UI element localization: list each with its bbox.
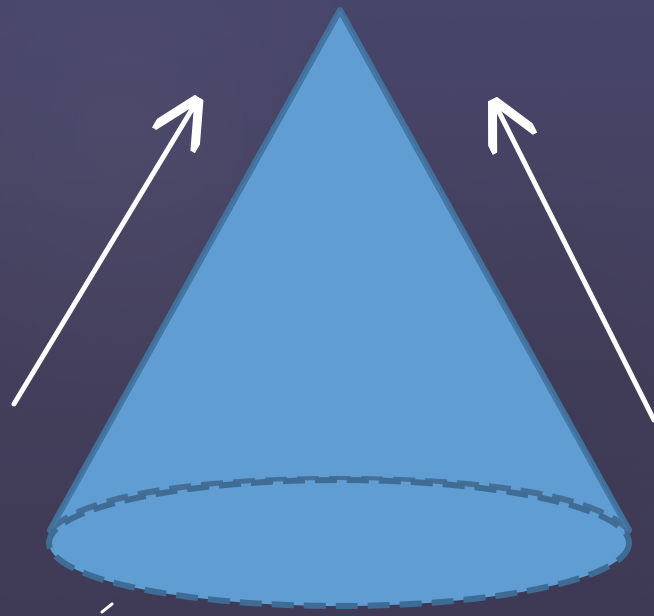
bottom-left-arrow-fragment xyxy=(102,604,112,612)
cone-base-ellipse xyxy=(49,480,629,606)
